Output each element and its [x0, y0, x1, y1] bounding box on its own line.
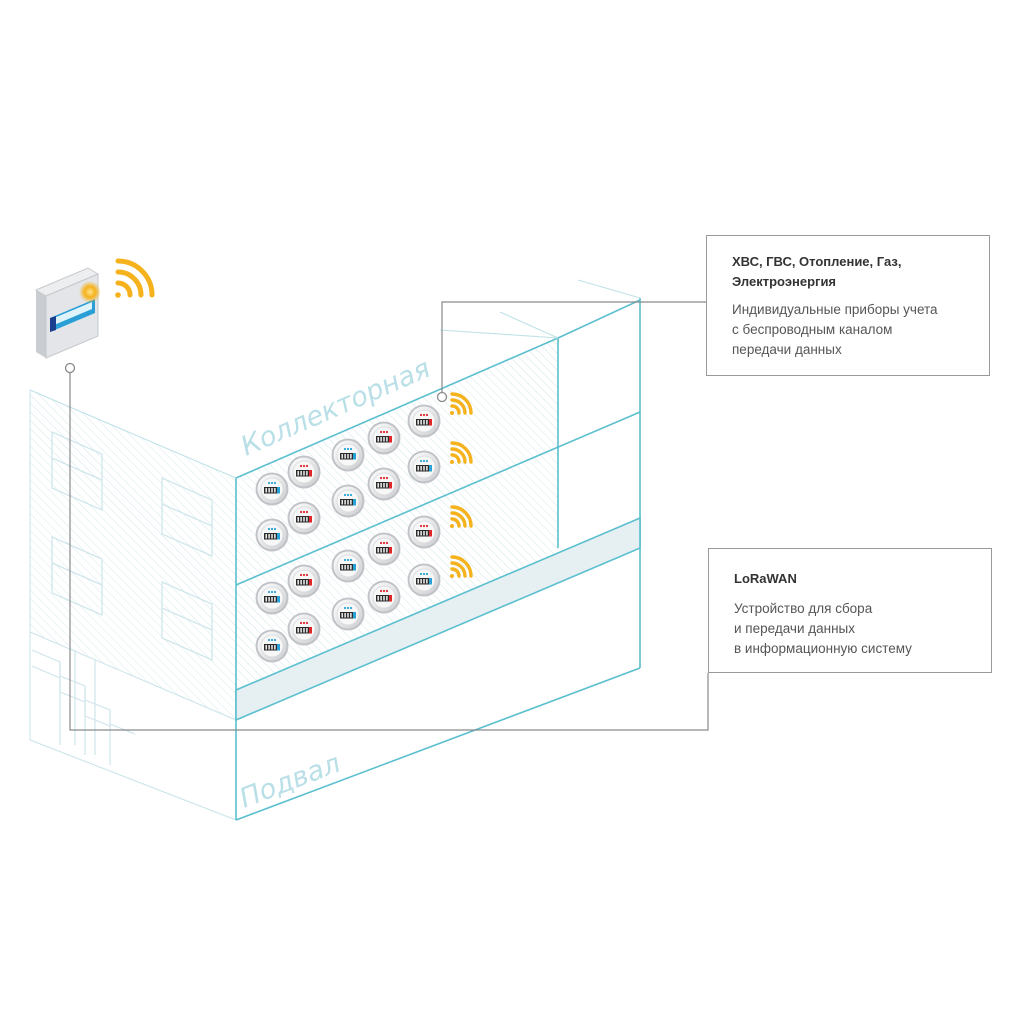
- meter-wifi-signals: [450, 392, 473, 578]
- building-left-wall: [29, 390, 237, 821]
- water-meter-icon[interactable]: [287, 501, 321, 535]
- water-meter-icon[interactable]: [407, 563, 441, 597]
- wifi-signal-icon: [450, 555, 473, 578]
- callout-meters: ХВС, ГВС, Отопление, Газ, Электроэнергия…: [706, 235, 990, 376]
- callout-lorawan-desc-line: и передачи данных: [734, 621, 855, 636]
- water-meter-icon[interactable]: [287, 612, 321, 646]
- water-meter-icon[interactable]: [255, 472, 289, 506]
- water-meter-icon[interactable]: [287, 564, 321, 598]
- callout-lorawan-description: Устройство для сбора и передачи данных в…: [734, 599, 971, 659]
- water-meter-icon[interactable]: [407, 404, 441, 438]
- lorawan-gateway-icon[interactable]: [34, 267, 101, 359]
- building-outline: [235, 298, 641, 821]
- water-meter-icon[interactable]: [331, 597, 365, 631]
- water-meter-icon[interactable]: [367, 467, 401, 501]
- water-meter-icon[interactable]: [331, 438, 365, 472]
- wifi-signal-icon: [450, 441, 473, 464]
- floor-slab: [235, 516, 641, 722]
- callout-meters-desc-line: передачи данных: [732, 342, 842, 357]
- gateway-status-led: [79, 281, 101, 303]
- building-back-lines: [29, 279, 641, 479]
- water-meter-icon[interactable]: [287, 455, 321, 489]
- water-meter-icon[interactable]: [255, 581, 289, 615]
- zone-label-basement: Подвал: [235, 748, 344, 815]
- water-meter-icon[interactable]: [407, 450, 441, 484]
- callout-lorawan: LoRaWAN Устройство для сбора и передачи …: [708, 548, 992, 673]
- callout-meters-desc-line: Индивидуальные приборы учета: [732, 302, 938, 317]
- water-meter-icon[interactable]: [255, 518, 289, 552]
- connector-node-icon: [64, 362, 76, 374]
- connector-node-icon: [436, 391, 448, 403]
- collector-room-back-wall: [236, 338, 558, 692]
- callout-lorawan-title: LoRaWAN: [734, 571, 797, 586]
- building-windows: [51, 431, 213, 661]
- basement-stairs: [31, 649, 136, 765]
- water-meter-icon[interactable]: [367, 532, 401, 566]
- callout-lorawan-desc-line: в информационную систему: [734, 641, 912, 656]
- connector-lines: [69, 301, 709, 731]
- callout-lorawan-desc-line: Устройство для сбора: [734, 601, 873, 616]
- water-meter-icon[interactable]: [255, 629, 289, 663]
- meters-group: [255, 404, 441, 663]
- water-meter-icon[interactable]: [331, 484, 365, 518]
- callout-meters-title: ХВС, ГВС, Отопление, Газ, Электроэнергия: [732, 254, 902, 289]
- water-meter-icon[interactable]: [367, 580, 401, 614]
- water-meter-icon[interactable]: [407, 515, 441, 549]
- gateway-wifi-icon: [115, 258, 155, 298]
- callout-meters-description: Индивидуальные приборы учета с беспровод…: [732, 300, 969, 360]
- wifi-signal-icon: [450, 392, 473, 415]
- water-meter-icon[interactable]: [331, 549, 365, 583]
- callout-meters-desc-line: с беспроводным каналом: [732, 322, 893, 337]
- wifi-signal-icon: [450, 505, 473, 528]
- water-meter-icon[interactable]: [367, 421, 401, 455]
